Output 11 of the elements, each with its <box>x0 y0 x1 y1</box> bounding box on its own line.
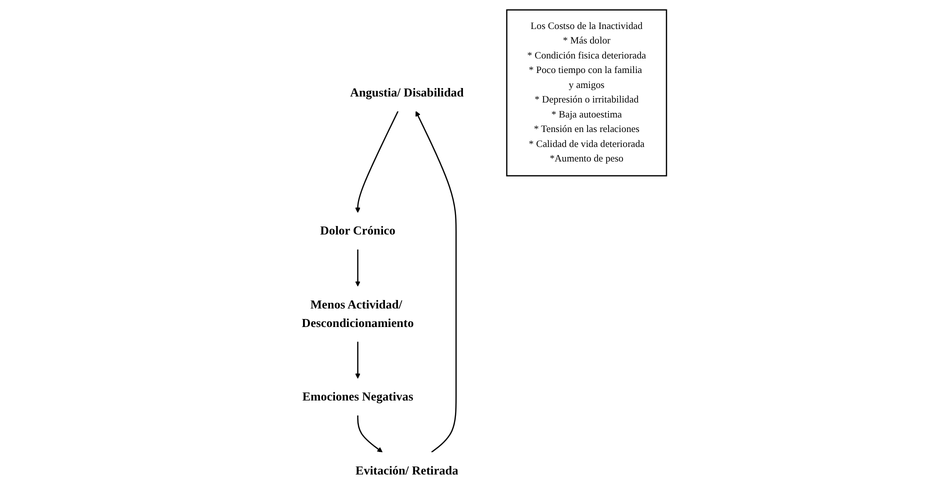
arrow <box>355 342 361 379</box>
node-text: Evitación/ Retirada <box>356 464 459 478</box>
node-text: Menos Actividad/ Descondicionamiento <box>302 298 414 330</box>
arrow <box>357 415 383 452</box>
node-text: Emociones Negativas <box>302 390 414 404</box>
arrow <box>355 111 399 213</box>
node-box: Los Costso de la Inactividad * Más dolor * Condición fisica deteriorada * Poco tiempo con la familia y amigos * Depresión o irritabilidad * Baja autoestima * Tensión en las relaciones * Calidad de vida deteriorada *Aumento de peso <box>506 9 668 176</box>
node-text: Dolor Crónico <box>320 224 396 238</box>
arrow <box>416 111 457 453</box>
arrow <box>355 250 361 287</box>
node-text: Angustia/ Disabilidad <box>350 86 464 100</box>
